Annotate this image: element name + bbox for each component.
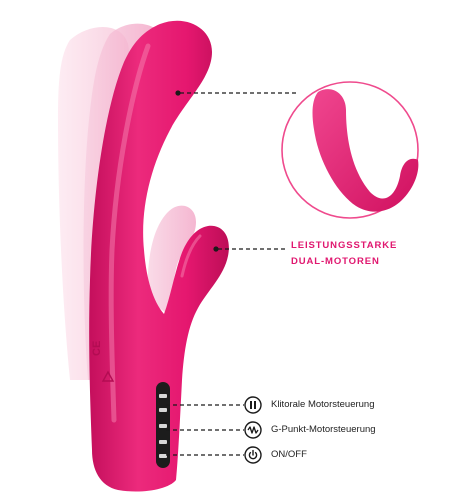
leader-dot-arm xyxy=(213,246,219,252)
zoom-inset-device xyxy=(312,89,419,212)
panel-button-2 xyxy=(159,408,167,412)
arm-highlight xyxy=(180,234,202,278)
leader-dot-top xyxy=(175,90,181,96)
ghost-arm xyxy=(147,205,196,320)
control-label-clitoral: Klitorale Motorsteuerung xyxy=(271,399,375,410)
panel-button-4 xyxy=(159,440,167,444)
recycle-icon xyxy=(101,370,115,382)
feature-label-line-2: DUAL-MOTOREN xyxy=(291,256,380,267)
feature-label-line-1: LEISTUNGSSTARKE xyxy=(291,240,398,251)
panel-button-3 xyxy=(159,424,167,428)
panel-button-1 xyxy=(159,394,167,398)
power-icon xyxy=(244,446,262,464)
wave-icon xyxy=(244,421,262,439)
device-highlight xyxy=(108,43,151,423)
control-label-power: ON/OFF xyxy=(271,449,307,460)
pause-bars-icon xyxy=(244,396,262,414)
ce-mark: CE xyxy=(91,341,103,356)
panel-button-5 xyxy=(159,454,167,458)
control-label-gspot: G-Punkt-Motorsteuerung xyxy=(271,424,376,435)
